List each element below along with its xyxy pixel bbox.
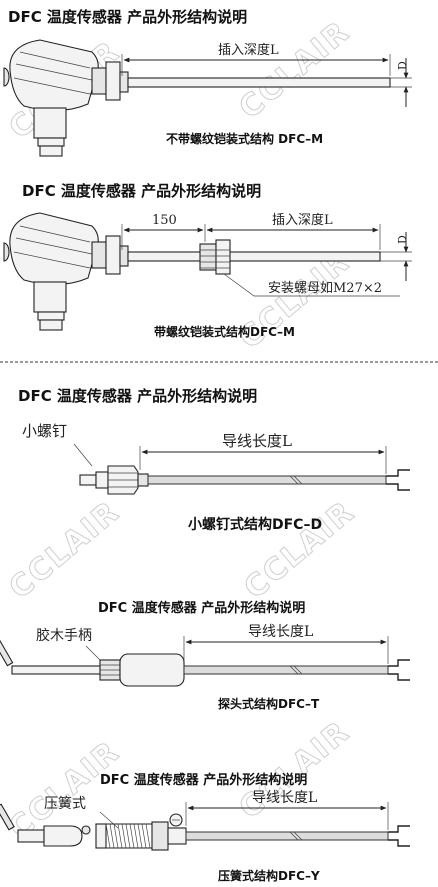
watermark-7: CCLAIR bbox=[233, 714, 357, 826]
section-1-caption: 不带螺纹铠装式结构 DFC–M bbox=[166, 131, 323, 146]
handle-label: 胶木手柄 bbox=[36, 627, 92, 644]
dim-d-label-1: D bbox=[396, 61, 409, 70]
wire-leads-5 bbox=[388, 825, 410, 847]
junction-head-1 bbox=[3, 39, 129, 157]
section-1-title: DFC 温度传感器 产品外形结构说明 bbox=[8, 8, 247, 26]
section-5: DFC 温度传感器 产品外形结构说明 压簧式 导线长度L 压簧式结构DFC–Y bbox=[0, 772, 410, 883]
section-4: DFC 温度传感器 产品外形结构说明 胶木手柄 导线长度L 探头式结构DFC–T bbox=[0, 600, 410, 711]
probe-tip-4 bbox=[0, 637, 14, 667]
section-3-caption: 小螺钉式结构DFC–D bbox=[188, 516, 322, 533]
nut-label: 安装螺母如M27×2 bbox=[268, 280, 382, 296]
wire-leads-4 bbox=[388, 659, 410, 681]
dim-wire-label-3: 导线长度L bbox=[222, 432, 292, 450]
screw-label: 小螺钉 bbox=[22, 422, 67, 440]
section-2-title: DFC 温度传感器 产品外形结构说明 bbox=[22, 182, 261, 200]
section-3: DFC 温度传感器 产品外形结构说明 小螺钉 导线长度L 小螺钉式结构DFC–D bbox=[18, 387, 410, 533]
dim-insert-label-2: 插入深度L bbox=[272, 212, 333, 228]
section-4-title: DFC 温度传感器 产品外形结构说明 bbox=[98, 600, 305, 616]
section-2-caption: 带螺纹铠装式结构DFC–M bbox=[154, 324, 295, 339]
section-5-caption: 压簧式结构DFC–Y bbox=[218, 868, 320, 883]
probe-tip-5 bbox=[0, 803, 15, 831]
dim-wire-label-5: 导线长度L bbox=[252, 790, 317, 806]
section-5-title: DFC 温度传感器 产品外形结构说明 bbox=[100, 772, 307, 788]
screw-probe bbox=[79, 465, 149, 495]
spring-probe bbox=[17, 813, 187, 851]
dim-wire-label-4: 导线长度L bbox=[248, 624, 313, 640]
dim-d-label-2: D bbox=[396, 235, 409, 244]
dim-insert-label-1: 插入深度L bbox=[218, 42, 279, 58]
handle-probe bbox=[11, 653, 185, 687]
section-4-caption: 探头式结构DFC–T bbox=[218, 696, 320, 711]
junction-head-2 bbox=[3, 212, 129, 331]
spring-label: 压簧式 bbox=[44, 796, 86, 812]
dim-150-label: 150 bbox=[152, 213, 177, 228]
watermark-4: CCLAIR bbox=[3, 494, 127, 606]
sheath-1 bbox=[127, 77, 391, 88]
sheath-2 bbox=[127, 251, 381, 262]
wire-leads-3 bbox=[386, 469, 410, 491]
section-1: DFC 温度传感器 产品外形结构说明 插入深度L D 不带螺纹铠装式结构 DFC… bbox=[3, 8, 412, 157]
wire-4 bbox=[183, 665, 389, 675]
wire-3 bbox=[147, 475, 387, 485]
watermark-5: CCLAIR bbox=[238, 494, 362, 606]
wire-5 bbox=[185, 831, 389, 841]
section-3-title: DFC 温度传感器 产品外形结构说明 bbox=[18, 387, 257, 405]
install-nut-2 bbox=[199, 239, 231, 275]
watermark-2: CCLAIR bbox=[233, 14, 357, 126]
section-2: DFC 温度传感器 产品外形结构说明 150 插入深度L bbox=[3, 182, 412, 339]
